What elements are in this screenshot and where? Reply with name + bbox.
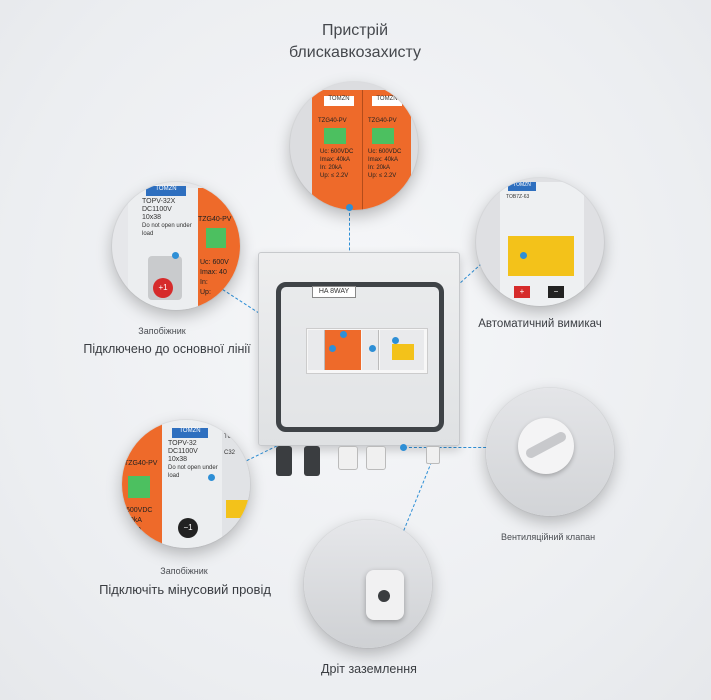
gland-3 <box>338 446 358 470</box>
dot-breaker-circle <box>520 252 527 259</box>
gland-2 <box>304 446 320 476</box>
spd-in: In: 20kA <box>320 165 343 171</box>
spd-specs: Uc: 600VDC Imax: 40kA In: 20kA Up: ≤ 2.2… <box>320 148 353 180</box>
circle-valve <box>486 388 614 516</box>
box-badge: HA 8WAY <box>312 286 356 298</box>
fuse-top-imax: Imax: 40 <box>200 269 227 276</box>
fuse-bottom-size: 10x38 <box>168 456 188 463</box>
breaker-brand: TOMZN <box>508 182 536 191</box>
title-line-1: Пристрій <box>321 22 389 39</box>
fuse-top-small-label: Запобіжник <box>138 326 186 336</box>
dot-fuse <box>329 345 336 352</box>
fuse-bottom-spd-specs: 600VDC 40kA 20kA <box>126 506 152 536</box>
breaker-plus-icon: + <box>514 286 530 298</box>
spd-up: Up: ≤ 2.2V <box>320 173 349 179</box>
connector-valve <box>404 447 496 448</box>
gland-4 <box>366 446 386 470</box>
fuse-top-spd-window <box>206 228 226 248</box>
spd-brand: TOMZN <box>324 96 354 106</box>
fuse-bottom-edge <box>222 420 250 548</box>
spd-model-2: TZG40-PV <box>368 118 397 124</box>
fuse-top-up: Up: <box>200 289 211 296</box>
spd-model: TZG40-PV <box>318 118 347 124</box>
spd-imax: Imax: 40kA <box>320 157 351 163</box>
box-breaker-yellow <box>392 344 414 360</box>
dot-valve <box>400 444 407 451</box>
fuse-bottom-note: Do not open under load <box>168 465 218 479</box>
breaker-yellow <box>508 236 574 276</box>
fuse-bottom-text: TOPV-32 DC1100V 10x38 Do not open under … <box>168 440 218 480</box>
vent-valve-small <box>426 446 440 464</box>
spd-window-2 <box>372 128 394 144</box>
fuse-bottom-spd-model: TZG40-PV <box>124 460 158 467</box>
ground-hole <box>378 590 390 602</box>
fuse-top-rating: DC1100V <box>142 206 172 213</box>
fuse-top-spd-specs: Uc: 600V Imax: 40 In: Up: <box>200 258 229 298</box>
dot-spd <box>340 331 347 338</box>
fuse-top-spd-model: TZG40-PV <box>198 216 232 223</box>
spd-uc: Uc: 600VDC <box>320 149 354 155</box>
gland-1 <box>276 446 292 476</box>
fuse-top-brand: TOMZN <box>146 186 186 196</box>
fuse-bottom-small-label: Запобіжник <box>160 566 208 576</box>
spd-specs-2: Uc: 600VDC Imax: 40kA In: 20kA Up: ≤ 2.2… <box>368 148 401 180</box>
circle-breaker: TOMZN TOB7Z-63 + − <box>476 178 604 306</box>
fuse-bottom-edge-c32: C32 <box>224 450 236 456</box>
dot-fuse-bottom <box>208 474 215 481</box>
fuse-bottom-brand: TOMZN <box>172 428 208 438</box>
fuse-bottom-spd-window <box>128 476 150 498</box>
fuse-bottom-spd-imax: 40kA <box>126 517 142 524</box>
fuse-bottom-main-label: Підключіть мінусовий провід <box>99 582 271 597</box>
dot-fuse2 <box>369 345 376 352</box>
fuse-top-plus-icon: +1 <box>153 278 173 298</box>
spd-window <box>324 128 346 144</box>
spd-up-2: Up: ≤ 2.2V <box>368 173 397 179</box>
circle-fuse-top: TOMZN TOPV-32X DC1100V 10x38 Do not open… <box>112 182 240 310</box>
spd-right-half <box>362 90 411 210</box>
fuse-top-size: 10x38 <box>142 214 162 221</box>
spd-in-2: In: 20kA <box>368 165 391 171</box>
title-label: Пристрій блискавкозахисту <box>255 20 455 64</box>
spd-imax-2: Imax: 40kA <box>368 157 399 163</box>
fuse-bottom-spd-volt: 600VDC <box>126 507 153 514</box>
circle-fuse-bottom: TZG40-PV 600VDC 40kA 20kA TOMZN TOPV-32 … <box>122 420 250 548</box>
spd-brand-2: TOMZN <box>372 96 402 106</box>
box-fuse-module <box>308 330 325 370</box>
fuse-bottom-spd-in: 20kA <box>126 527 142 534</box>
dot-breaker <box>392 337 399 344</box>
fuse-top-text: TOPV-32X DC1100V 10x38 Do not open under… <box>142 198 194 238</box>
spd-left-half <box>312 90 362 210</box>
dot-spd-top <box>346 204 353 211</box>
ground-label: Дріт заземлення <box>321 662 417 676</box>
fuse-top-uc: Uc: 600V <box>200 259 229 266</box>
breaker-model: TOB7Z-63 <box>506 194 530 200</box>
spd-uc-2: Uc: 600VDC <box>368 149 402 155</box>
fuse-bottom-edge-yellow <box>226 500 248 518</box>
breaker-minus-icon: − <box>548 286 564 298</box>
fuse-top-in: In: <box>200 279 208 286</box>
fuse-bottom-minus-icon: −1 <box>178 518 198 538</box>
circle-ground <box>304 520 432 648</box>
fuse-top-model: TOPV-32X <box>142 198 176 205</box>
fuse-top-note: Do not open under load <box>142 223 192 237</box>
fuse-top-main-label: Підключено до основної лінії <box>83 342 251 356</box>
dot-fuse-top <box>172 252 179 259</box>
valve-label: Вентиляційний клапан <box>500 532 596 542</box>
fuse-bottom-model: TOPV-32 <box>168 440 197 447</box>
breaker-label: Автоматичний вимикач <box>478 318 602 330</box>
fuse-bottom-rating: DC1100V <box>168 448 198 455</box>
title-line-2: блискавкозахисту <box>288 44 422 61</box>
circle-spd: TOMZN TOMZN TZG40-PV TZG40-PV Uc: 600VDC… <box>290 82 418 210</box>
fuse-bottom-edge-model: TOV <box>224 434 237 440</box>
fuse-top-spd-edge <box>198 188 240 310</box>
